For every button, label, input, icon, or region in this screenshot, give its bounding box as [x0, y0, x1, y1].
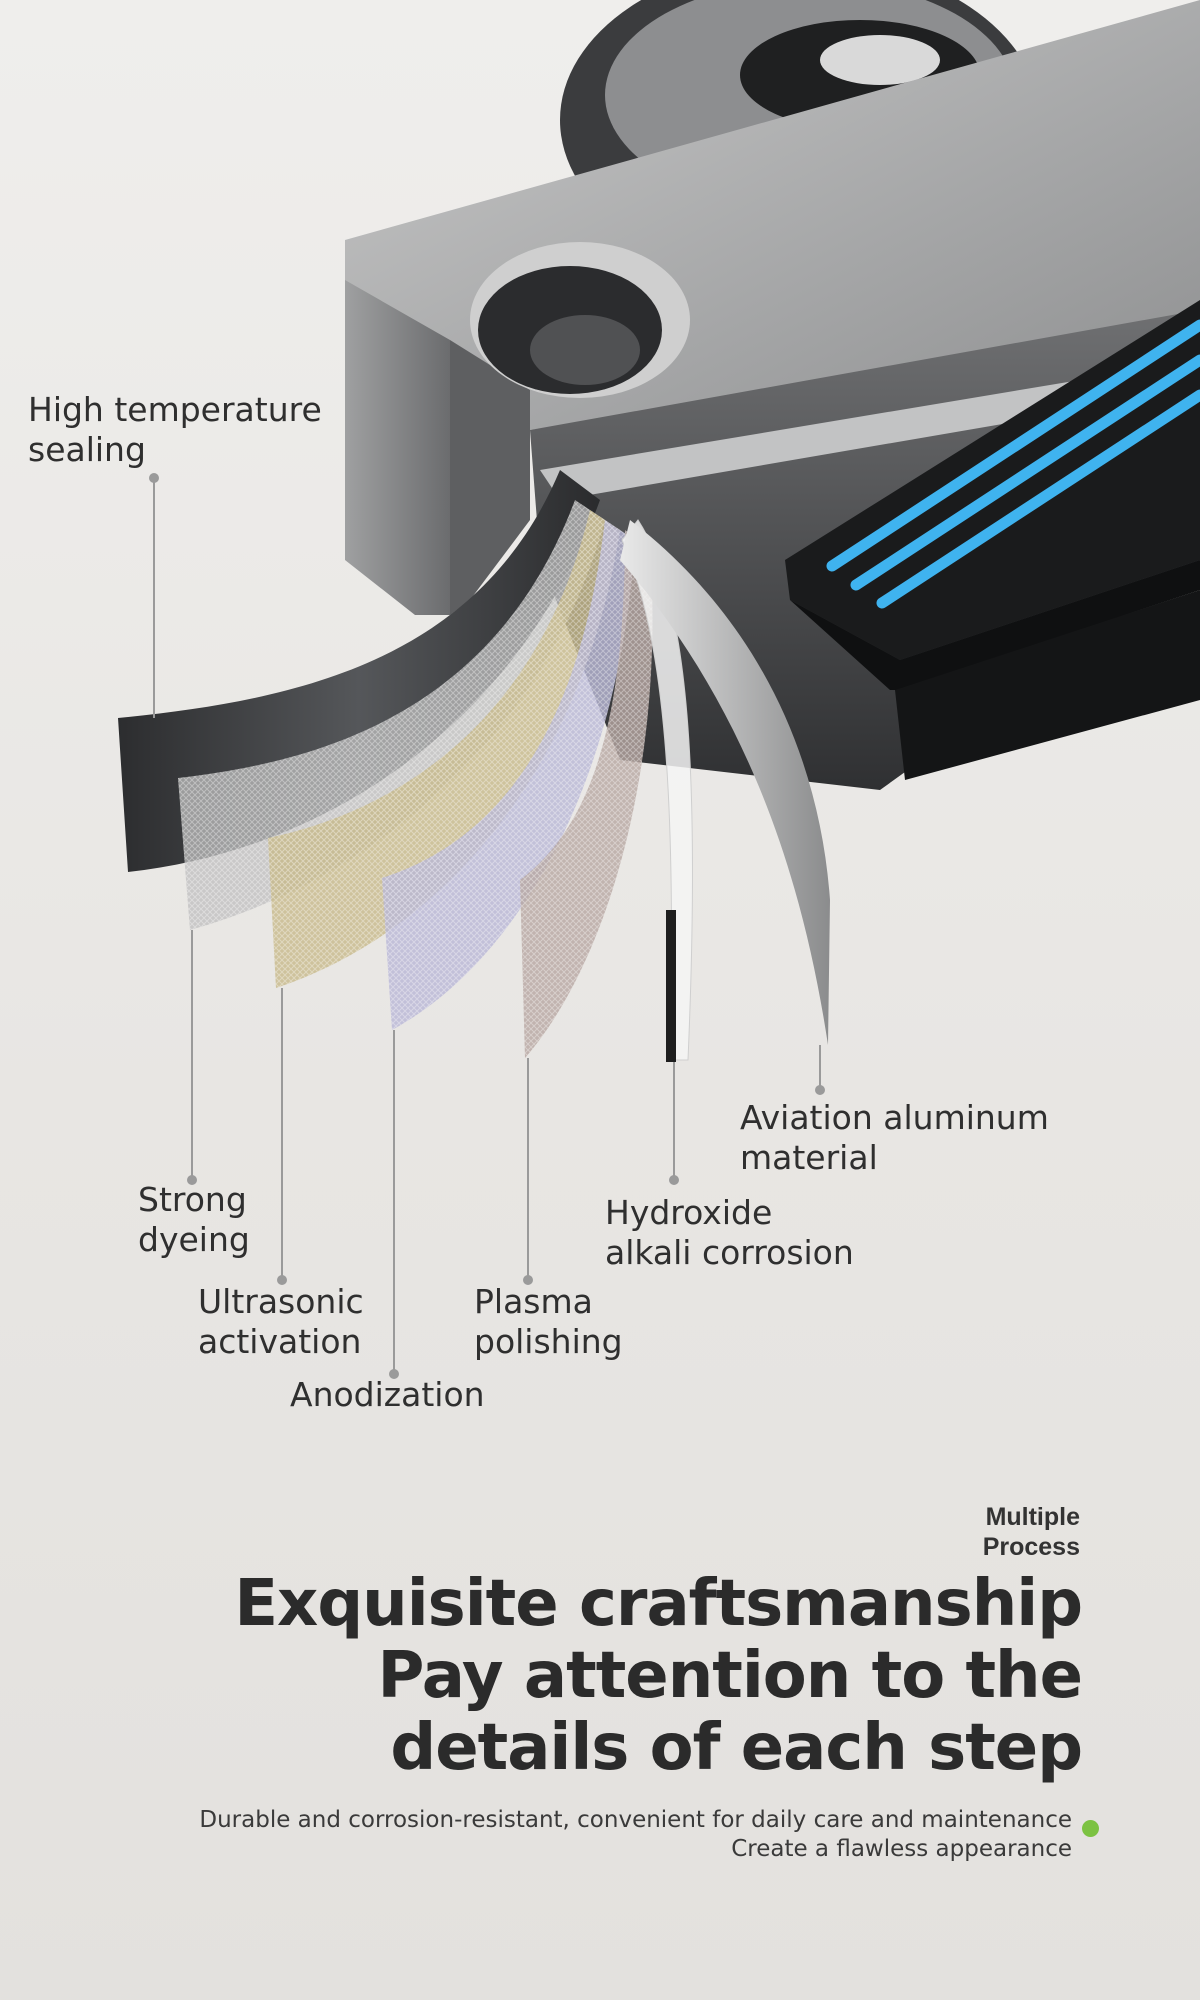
headline: Exquisite craftsmanship Pay attention to… — [234, 1567, 1083, 1785]
callout-hydroxide-alkali-corrosion: Hydroxide alkali corrosion — [605, 1193, 854, 1272]
headline-line-3: details of each step — [390, 1711, 1083, 1785]
section-eyebrow: Multiple Process — [982, 1503, 1080, 1561]
callout-aviation-aluminum-material: Aviation aluminum material — [740, 1098, 1049, 1177]
callout-high-temperature-sealing: High temperature sealing — [28, 390, 322, 469]
headline-line-1: Exquisite craftsmanship — [234, 1567, 1083, 1641]
led-panel — [785, 300, 1200, 780]
callout-ultrasonic-activation: Ultrasonic activation — [198, 1282, 364, 1361]
headline-line-2: Pay attention to the — [377, 1639, 1083, 1713]
callout-anodization: Anodization — [290, 1375, 485, 1414]
callout-strong-dyeing: Strong dyeing — [138, 1180, 250, 1259]
description-line-2: Create a flawless appearance — [731, 1836, 1072, 1862]
peeled-layers — [118, 470, 830, 1062]
product-layer-illustration — [118, 0, 1200, 1379]
blue-led-strips — [826, 319, 1200, 609]
accent-dot — [1082, 1820, 1099, 1837]
description: Durable and corrosion-resistant, conveni… — [199, 1806, 1072, 1864]
description-line-1: Durable and corrosion-resistant, conveni… — [199, 1807, 1072, 1833]
leader-lines — [149, 473, 825, 1379]
callout-plasma-polishing: Plasma polishing — [474, 1282, 623, 1361]
